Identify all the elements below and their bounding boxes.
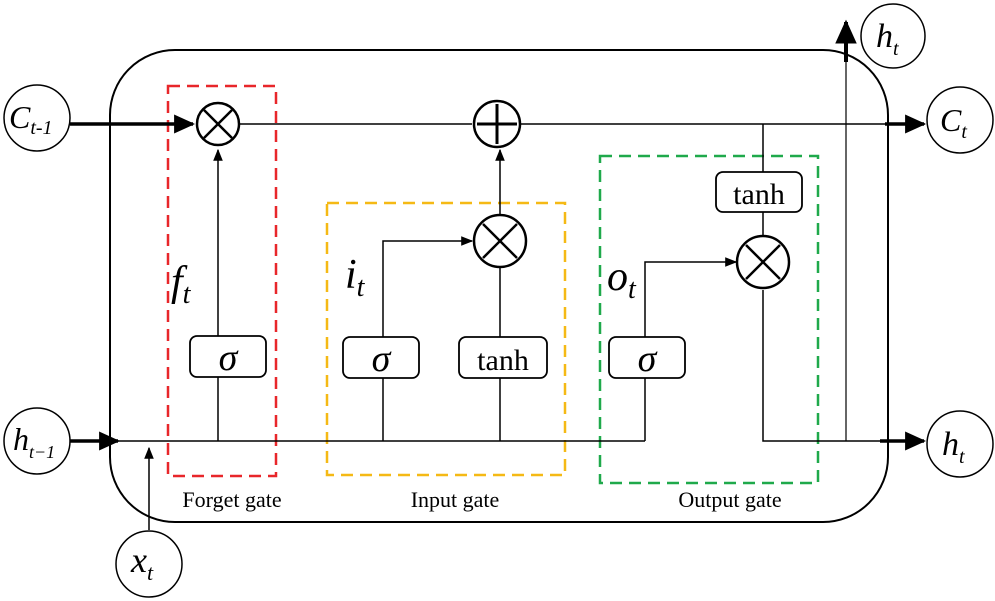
- forget-gate-output-label: ft: [171, 259, 192, 310]
- svg-text:Ct: Ct: [940, 102, 967, 143]
- forget-gate-box: [166, 84, 278, 478]
- output-multiply-icon: [735, 234, 791, 290]
- svg-text:ht: ht: [942, 426, 965, 468]
- output-gate-label: Output gate: [678, 487, 781, 512]
- c-next-node: Ct: [926, 86, 994, 154]
- svg-text:xt: xt: [130, 540, 154, 585]
- h-next-node: ht: [926, 410, 994, 478]
- output-sigma-box: σ: [608, 336, 686, 380]
- forget-gate-label: Forget gate: [182, 487, 281, 512]
- input-i-line: [382, 236, 474, 337]
- input-gate-box: [325, 201, 567, 477]
- svg-text:ht−1: ht−1: [13, 421, 55, 462]
- forget-multiply-icon: [195, 101, 241, 147]
- cell-add-icon: [472, 99, 522, 149]
- cell-tanh-box: tanh: [715, 171, 803, 213]
- svg-text:σ: σ: [219, 337, 239, 379]
- output-h-line: [762, 290, 885, 442]
- output-gate-output-label: ot: [607, 254, 637, 305]
- input-sigma-box: σ: [342, 336, 420, 380]
- svg-text:σ: σ: [638, 338, 658, 380]
- input-multiply-icon: [472, 213, 528, 269]
- forget-sigma-box: σ: [189, 335, 267, 379]
- output-gate-box: [598, 154, 820, 485]
- input-gate-label: Input gate: [411, 487, 500, 512]
- input-gate-output-label: it: [345, 252, 366, 303]
- svg-text:tanh: tanh: [733, 178, 785, 211]
- c-prev-node: Ct-1: [3, 84, 71, 152]
- svg-text:tanh: tanh: [477, 344, 529, 377]
- svg-text:ht: ht: [876, 18, 899, 60]
- svg-text:σ: σ: [372, 338, 392, 380]
- h-top-node: ht: [860, 3, 926, 69]
- x-t-node: xt: [115, 530, 183, 598]
- output-o-line: [644, 257, 738, 337]
- h-prev-node: ht−1: [3, 407, 71, 475]
- cell-boundary: [109, 49, 889, 523]
- candidate-tanh-box: tanh: [458, 336, 548, 379]
- svg-text:Ct-1: Ct-1: [9, 99, 53, 139]
